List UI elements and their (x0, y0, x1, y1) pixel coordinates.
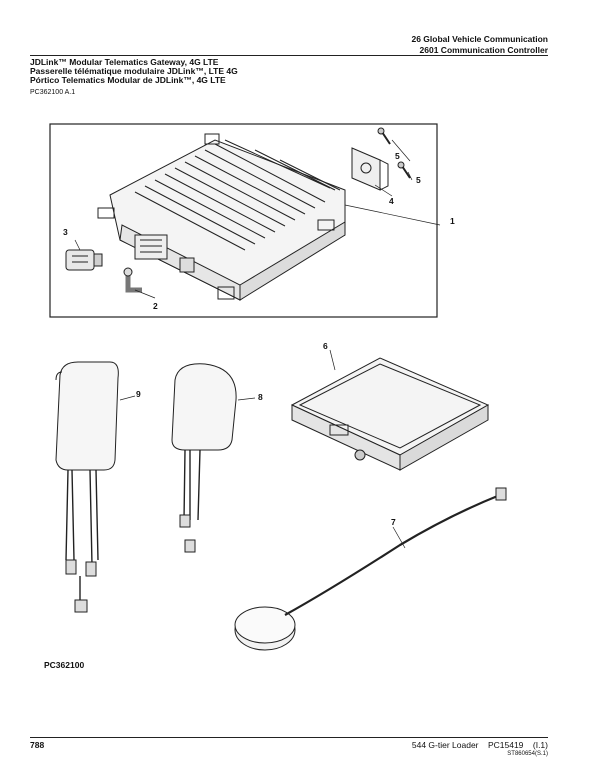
antenna-tall-drawing (55, 361, 136, 613)
callout-8: 8 (258, 392, 263, 402)
callout-7: 7 (391, 517, 396, 527)
callout-2: 2 (153, 301, 158, 311)
callout-3: 3 (63, 227, 68, 237)
footer-rule (30, 737, 548, 738)
callout-9: 9 (136, 389, 141, 399)
footer-revision: (I.1) (532, 740, 548, 750)
section-title: 26 Global Vehicle Communication (411, 34, 548, 44)
connector-plug-drawing (65, 249, 103, 271)
footer-machine: 544 G-tier Loader (411, 740, 479, 750)
antenna-dome-drawing (171, 363, 256, 553)
controller-module-drawing (290, 349, 490, 471)
callout-4: 4 (389, 196, 394, 206)
footer-info: 544 G-tier Loader PC15419 (I.1) (412, 740, 548, 750)
callout-5a: 5 (395, 151, 400, 161)
figure-id: PC362100 (44, 660, 85, 670)
footer-code: ST860654(S.1) (507, 751, 548, 757)
callout-5b: 5 (416, 175, 421, 185)
gps-antenna-drawing (234, 487, 507, 651)
elbow-adapter-drawing (123, 267, 142, 293)
subsection-title: 2601 Communication Controller (419, 45, 548, 55)
page-number: 788 (30, 740, 45, 750)
title-english: JDLink™ Modular Telematics Gateway, 4G L… (30, 57, 219, 67)
figure-reference: PC362100 A.1 (30, 89, 76, 96)
callout-6: 6 (323, 341, 328, 351)
title-spanish: Pórtico Telematics Modular de JDLink™, 4… (30, 75, 226, 85)
title-french: Passerelle télématique modulaire JDLink™… (30, 66, 238, 76)
footer-publication: PC15419 (487, 740, 524, 750)
gateway-module-drawing (97, 133, 346, 301)
callout-1: 1 (450, 216, 455, 226)
header-rule (30, 55, 548, 56)
bracket-drawing (351, 147, 389, 191)
inset-frame (49, 123, 438, 318)
screw-drawing (377, 127, 411, 179)
